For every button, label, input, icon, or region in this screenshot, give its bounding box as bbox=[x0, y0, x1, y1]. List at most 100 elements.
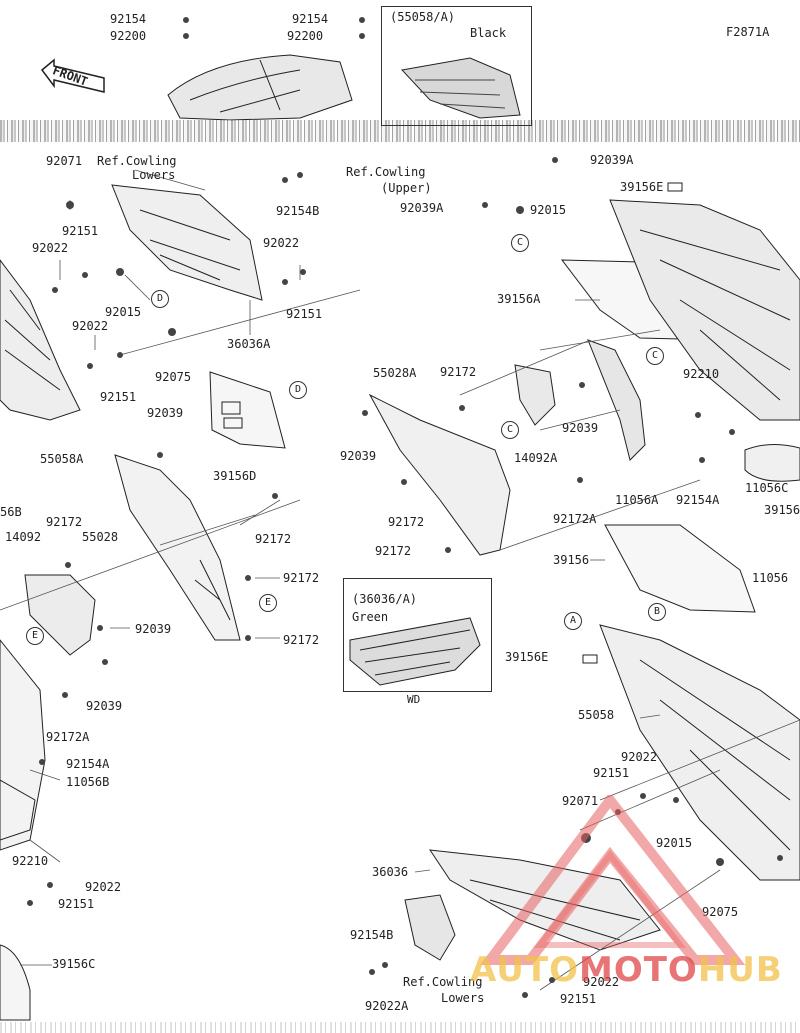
part-label: 92200 bbox=[110, 29, 147, 43]
pad-39156 bbox=[604, 524, 756, 613]
right-cowl-55058 bbox=[599, 624, 800, 881]
part-label: 92154A bbox=[676, 493, 720, 507]
part-label: 55028 bbox=[82, 530, 119, 544]
part-label: 92039 bbox=[135, 622, 172, 636]
left-side-panel bbox=[0, 259, 81, 421]
part-label: 92151 bbox=[560, 992, 597, 1006]
part-label: 92039A bbox=[400, 201, 444, 215]
watermark-part: AUTO bbox=[470, 950, 579, 990]
part-label: 92075 bbox=[155, 370, 192, 384]
part-label: 92039 bbox=[340, 449, 377, 463]
part-label: 92039 bbox=[147, 406, 184, 420]
part-label: Ref.Cowling bbox=[403, 975, 483, 989]
part-label: 36036 bbox=[372, 865, 409, 879]
pad-39156C bbox=[0, 944, 31, 1021]
part-label: 39156C bbox=[52, 957, 96, 971]
part-label: 92022A bbox=[365, 999, 409, 1013]
part-label: 92039A bbox=[590, 153, 634, 167]
part-label: Lowers bbox=[441, 991, 485, 1005]
watermark-text: AUTOMOTOHUB bbox=[470, 950, 783, 990]
left-lower-cowling bbox=[111, 184, 263, 301]
part-label: 14092 bbox=[5, 530, 42, 544]
part-label: 92151 bbox=[593, 766, 630, 780]
inset-footnote-wd: WD bbox=[407, 693, 421, 706]
part-label: 92151 bbox=[62, 224, 99, 238]
inset-box-36036a bbox=[343, 578, 492, 692]
part-label: 92154A bbox=[66, 757, 110, 771]
callout-circle: D bbox=[151, 290, 169, 308]
part-label: 92151 bbox=[100, 390, 137, 404]
part-label: 92151 bbox=[58, 897, 95, 911]
callout-circle: C bbox=[511, 234, 529, 252]
inset-box-55058a bbox=[381, 6, 532, 126]
part-label: 92039 bbox=[86, 699, 123, 713]
bracket-lower bbox=[404, 894, 456, 961]
part-label: 39156E bbox=[620, 180, 664, 194]
part-label: Ref.Cowling bbox=[346, 165, 426, 179]
figure-code: F2871A bbox=[726, 25, 770, 39]
part-label: 92172A bbox=[553, 512, 597, 526]
part-label: 92075 bbox=[702, 905, 739, 919]
part-label: 92071 bbox=[562, 794, 599, 808]
part-label: 39156A bbox=[497, 292, 541, 306]
part-label: 92015 bbox=[530, 203, 567, 217]
part-label: 55058A bbox=[40, 452, 84, 466]
watermark-part: HUB bbox=[697, 950, 783, 990]
part-label: 92071 bbox=[46, 154, 83, 168]
part-label: Lowers bbox=[132, 168, 176, 182]
part-label: 39156 bbox=[553, 553, 590, 567]
callout-circle: E bbox=[259, 594, 277, 612]
part-label: 92172 bbox=[46, 515, 83, 529]
scan-noise-band-bottom bbox=[0, 1022, 800, 1033]
part-label: 92200 bbox=[287, 29, 324, 43]
inset-ref-36036a: (36036/A) bbox=[352, 592, 418, 606]
part-label: 11056C bbox=[745, 481, 789, 495]
part-label: 92172 bbox=[440, 365, 477, 379]
part-label: 92151 bbox=[286, 307, 323, 321]
callout-circle: C bbox=[646, 347, 664, 365]
part-label: 92172 bbox=[375, 544, 412, 558]
part-label: 92022 bbox=[32, 241, 69, 255]
callout-circle: C bbox=[501, 421, 519, 439]
inset-ref-55058a: (55058/A) bbox=[390, 10, 456, 24]
part-label: 39156 bbox=[764, 503, 800, 517]
lower-left-cowl bbox=[0, 639, 46, 851]
part-label: 92172 bbox=[283, 571, 320, 585]
part-label: 92154B bbox=[350, 928, 394, 942]
part-label: 92210 bbox=[12, 854, 49, 868]
part-label: 92015 bbox=[656, 836, 693, 850]
side-cover-55028 bbox=[114, 454, 241, 641]
green-inset-part bbox=[349, 617, 481, 686]
part-label: 92022 bbox=[72, 319, 109, 333]
inset-color-black: Black bbox=[470, 26, 507, 40]
upper-cowling-part bbox=[167, 54, 353, 121]
part-label: 92022 bbox=[263, 236, 300, 250]
callout-circle: D bbox=[289, 381, 307, 399]
part-label: 55028A bbox=[373, 366, 417, 380]
part-label: Ref.Cowling bbox=[97, 154, 177, 168]
front-arrow-icon bbox=[40, 58, 105, 93]
scan-noise-band bbox=[0, 120, 800, 142]
callout-circle: E bbox=[26, 627, 44, 645]
bracket-11056A bbox=[587, 339, 646, 461]
part-label: 11056B bbox=[66, 775, 110, 789]
mirror-pad bbox=[744, 444, 800, 482]
inset-color-green: Green bbox=[352, 610, 389, 624]
part-label: 92154B bbox=[276, 204, 320, 218]
side-cover-55028A bbox=[368, 393, 511, 556]
callout-circle: A bbox=[564, 612, 582, 630]
watermark-part: MOTO bbox=[578, 950, 698, 990]
part-label: 14092A bbox=[514, 451, 558, 465]
part-label: 92172 bbox=[388, 515, 425, 529]
bracket-14092 bbox=[24, 574, 96, 656]
part-label: 92039 bbox=[562, 421, 599, 435]
part-label: 92022 bbox=[621, 750, 658, 764]
part-label: 11056 bbox=[752, 571, 789, 585]
lower-trim-36036 bbox=[428, 849, 661, 951]
pad-39156D bbox=[209, 371, 286, 449]
black-inset-part bbox=[401, 57, 521, 119]
part-label: 92015 bbox=[105, 305, 142, 319]
part-label: 39156D bbox=[213, 469, 257, 483]
part-label: 92172A bbox=[46, 730, 90, 744]
